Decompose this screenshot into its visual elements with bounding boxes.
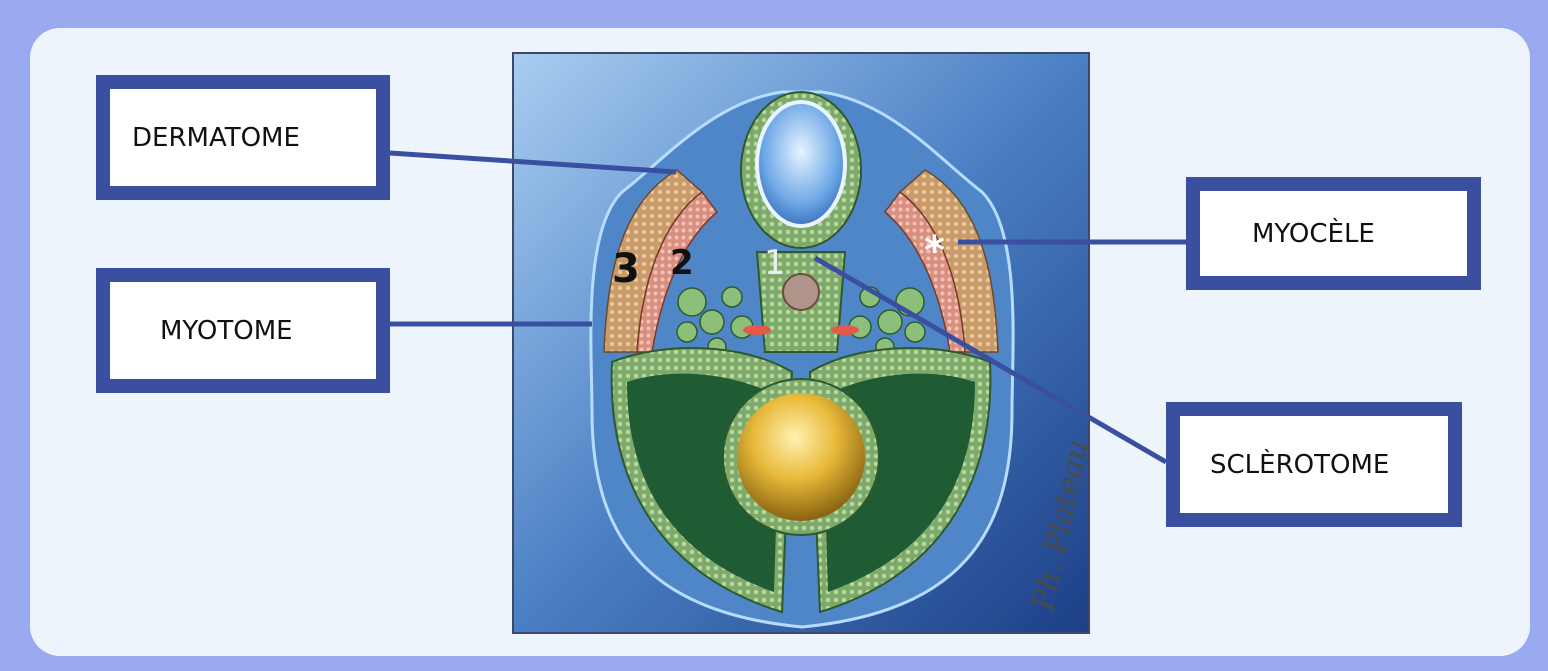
myotome-label-box: MYOTOME — [96, 268, 390, 393]
marker-3: 3 — [612, 246, 640, 292]
marker-star: * — [924, 228, 945, 274]
sclerotome-label: SCLÈROTOME — [1210, 450, 1389, 480]
myocele-label: MYOCÈLE — [1252, 219, 1375, 249]
dermatome-label: DERMATOME — [132, 123, 300, 153]
sclerotome-label-box: SCLÈROTOME — [1166, 402, 1462, 527]
myocele-label-box: MYOCÈLE — [1186, 177, 1481, 290]
marker-2: 2 — [670, 243, 694, 283]
somite-cross-section-illustration: 3 2 1 * Ph. Plateau — [512, 52, 1090, 634]
myotome-label: MYOTOME — [160, 316, 293, 346]
marker-1: 1 — [764, 243, 786, 283]
dermatome-label-box: DERMATOME — [96, 75, 390, 200]
